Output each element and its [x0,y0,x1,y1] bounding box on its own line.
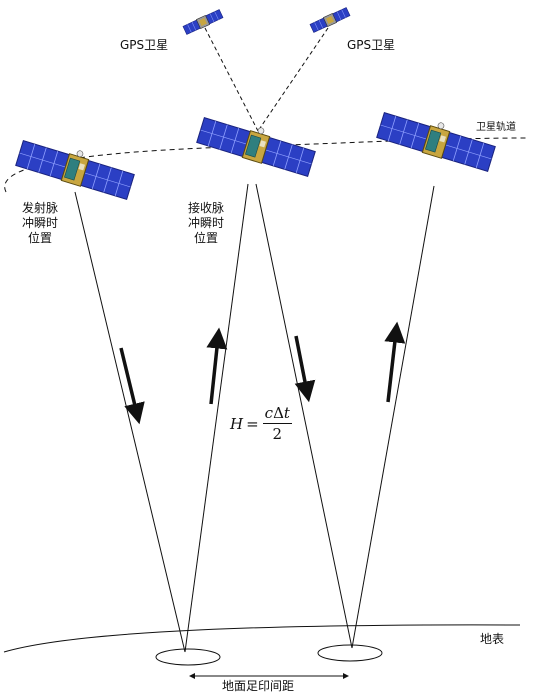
formula-delta: Δ [273,404,284,422]
gps-satellite-left-icon [182,8,224,36]
footprint-spacing-label: 地面足印间距 [222,679,295,693]
arrow-up-2 [384,321,406,403]
footprint-left [155,648,221,666]
formula-denominator: 2 [272,425,283,443]
gps-link-right [257,27,329,132]
formula-numerator: cΔt [262,404,292,424]
formula-c: c [264,404,274,422]
formula-fraction: cΔt 2 [262,404,292,443]
receive-position-label: 接收脉 冲瞬时 位置 [188,201,225,245]
transmit-position-label: 发射脉 冲瞬时 位置 [22,201,59,245]
formula-t: t [283,404,290,422]
beam-transmit-1 [74,191,186,653]
gps-satellite-right-label: GPS卫星 [347,38,396,52]
arrow-down-2 [294,335,316,403]
ground-surface-line [3,624,521,653]
satellite-next-icon [375,105,498,173]
footprint-right [317,644,383,662]
formula-lhs: H [230,414,244,433]
arrow-up-1 [206,327,228,405]
gps-satellite-left-label: GPS卫星 [120,38,169,52]
satellite-orbit-label: 卫星轨道 [476,122,516,133]
beam-return-1 [184,183,249,653]
height-formula: H = cΔt 2 [230,404,292,443]
satellite-transmit-icon [14,133,137,201]
formula-equals: = [246,414,259,433]
beam-transmit-2 [255,183,353,649]
gps-link-left [204,27,259,132]
arrow-down-1 [119,347,145,425]
ground-surface-label: 地表 [480,632,505,646]
gps-satellite-right-icon [309,6,351,34]
beam-return-2 [351,185,435,649]
